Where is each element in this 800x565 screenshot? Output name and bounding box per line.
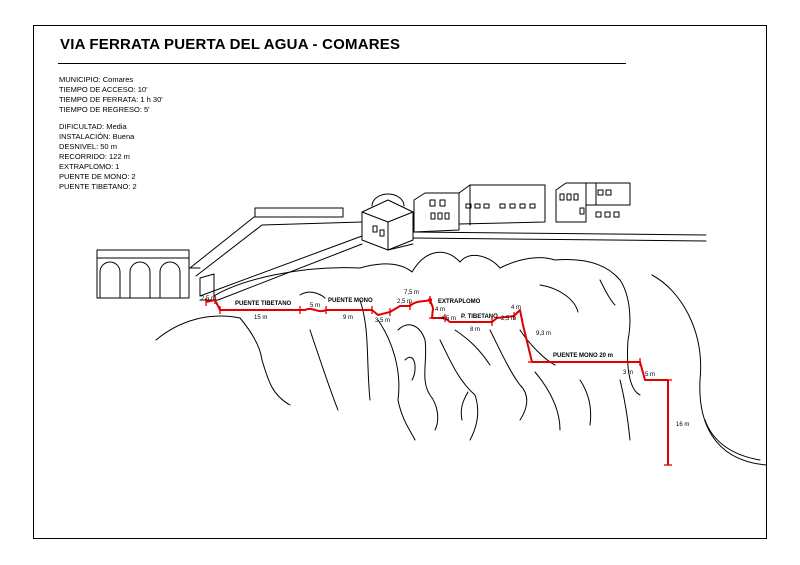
info-line-ferrata: TIEMPO DE FERRATA: 1 h 30' xyxy=(59,95,163,104)
label-2-5-a: 2,5 m xyxy=(201,296,216,302)
plateau-line xyxy=(412,231,707,236)
info-line-dificultad: DIFICULTAD: Media xyxy=(59,122,127,131)
info-line-instalacion: INSTALACIÓN: Buena xyxy=(59,132,135,141)
label-8m: 8 m xyxy=(470,327,480,333)
label-2-5-b: 2,5 m xyxy=(397,299,412,305)
info-line-regreso: TIEMPO DE REGRESO: 5' xyxy=(59,105,150,114)
label-9-3m: 9,3 m xyxy=(536,331,551,337)
info-block-access: MUNICIPIO: Comares TIEMPO DE ACCESO: 10'… xyxy=(59,75,163,115)
info-line-municipio: MUNICIPIO: Comares xyxy=(59,75,134,84)
route-ticks xyxy=(205,296,672,466)
label-3m: 3 m xyxy=(623,370,633,376)
extraplomo-marker xyxy=(428,298,432,302)
cliff-outline xyxy=(155,251,767,466)
ferrata-route xyxy=(205,299,669,465)
label-puente-mono-1: PUENTE MONO xyxy=(328,298,373,304)
label-15m: 15 m xyxy=(254,315,267,321)
info-line-puente-mono: PUENTE DE MONO: 2 xyxy=(59,172,136,181)
label-16m: 16 m xyxy=(676,422,689,428)
label-7-5m: 7,5 m xyxy=(404,290,419,296)
aqueduct-building xyxy=(96,249,201,299)
label-5m-b: 5 m xyxy=(645,372,655,378)
info-line-puente-tibetano: PUENTE TIBETANO: 2 xyxy=(59,182,137,191)
label-3-5m: 3,5 m xyxy=(375,318,390,324)
page-title: VIA FERRATA PUERTA DEL AGUA - COMARES xyxy=(60,36,401,53)
label-4m-a: 4 m xyxy=(435,307,445,313)
title-underline xyxy=(58,63,626,64)
route-label-group: 2,5 m PUENTE TIBETANO 15 m 5 m PUENTE MO… xyxy=(201,290,689,428)
chapel xyxy=(361,193,414,251)
route-path xyxy=(205,299,669,465)
ramp-walls xyxy=(189,207,363,301)
label-puente-mono-2: PUENTE MONO 20 m xyxy=(553,353,613,359)
label-extraplomo: EXTRAPLOMO xyxy=(438,299,481,305)
label-2-5-c: 2,5 m xyxy=(501,316,516,322)
line-art xyxy=(96,182,767,466)
label-9m: 9 m xyxy=(343,315,353,321)
info-line-acceso: TIEMPO DE ACCESO: 10' xyxy=(59,85,148,94)
info-line-recorrido: RECORRIDO: 122 m xyxy=(59,152,130,161)
info-block-specs: DIFICULTAD: Media INSTALACIÓN: Buena DES… xyxy=(59,122,137,192)
info-line-desnivel: DESNIVEL: 50 m xyxy=(59,142,117,151)
drawing-frame xyxy=(33,25,767,539)
label-puente-tibetano-1: PUENTE TIBETANO xyxy=(235,301,292,307)
label-5m: 5 m xyxy=(310,303,320,309)
info-line-extraplomo: EXTRAPLOMO: 1 xyxy=(59,162,120,171)
label-4-5m: 4,5 m xyxy=(441,316,456,322)
label-4m-b: 4 m xyxy=(511,305,521,311)
village-houses xyxy=(413,182,631,233)
label-p-tibetano: P. TIBETANO xyxy=(461,314,498,320)
